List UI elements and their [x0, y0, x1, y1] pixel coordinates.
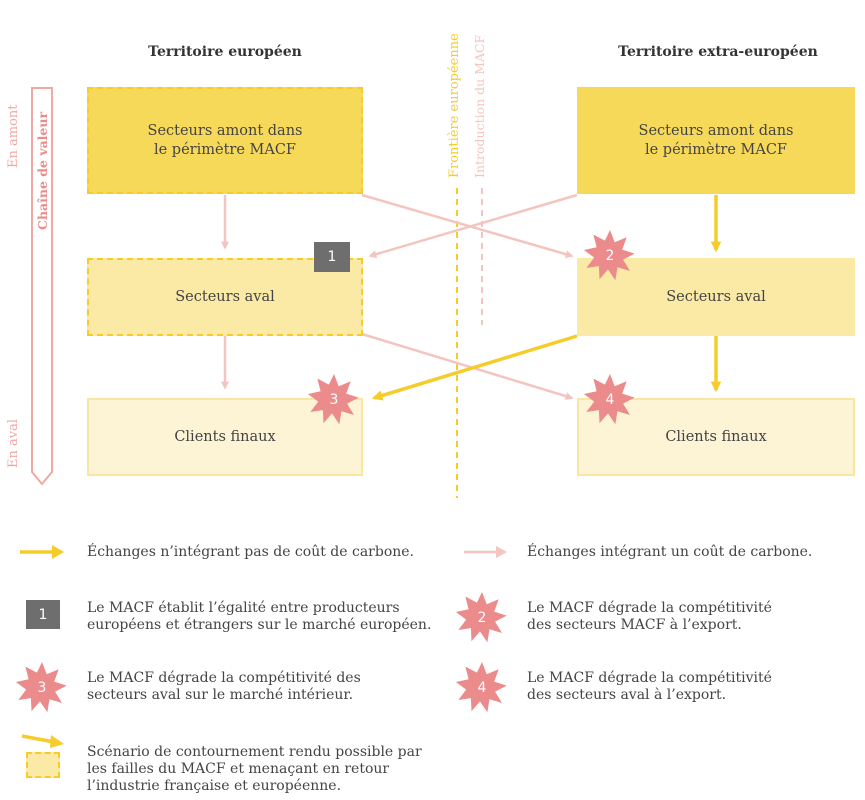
header-territoire-europeen: Territoire européen — [148, 44, 302, 60]
legend-yellow-arrow-icon — [20, 545, 64, 559]
box-eu-secteurs-amont: Secteurs amont dans le périmètre MACF — [87, 87, 363, 194]
marker-4-star: 4 — [583, 374, 635, 425]
legend-marker-4-text: Le MACF dégrade la compétitivité des sec… — [527, 670, 772, 703]
box-ext-secteurs-aval-label: Secteurs aval — [666, 288, 766, 305]
marker-3-star: 3 — [307, 374, 359, 425]
box-eu-clients-finaux-label: Clients finaux — [174, 428, 276, 445]
marker-2-star-shape — [583, 230, 635, 281]
arrow-eu-aval-to-ext-clients — [361, 332, 574, 400]
legend-marker-1-square: 1 — [26, 600, 60, 629]
marker-2-label: 2 — [606, 248, 615, 264]
box-eu-secteurs-amont-label: Secteurs amont dans le périmètre MACF — [147, 122, 303, 158]
legend-scenario-dashed-box — [26, 752, 60, 778]
marker-3-label: 3 — [330, 392, 339, 408]
legend-pink-arrow-icon — [464, 546, 507, 558]
legend-marker-4-star: 4 — [455, 662, 507, 713]
box-eu-clients-finaux: Clients finaux — [87, 398, 363, 476]
marker-4-star-shape — [583, 374, 635, 425]
box-eu-secteurs-aval-label: Secteurs aval — [175, 288, 275, 305]
legend-scenario-arrow-icon — [21, 734, 64, 748]
marker-3-star-shape — [307, 374, 359, 425]
header-territoire-extra-europeen: Territoire extra-européen — [618, 44, 818, 60]
legend-marker-2-star-shape — [455, 592, 507, 643]
marker-1-label: 1 — [327, 249, 337, 265]
marker-4-label: 4 — [606, 392, 615, 408]
marker-2-star: 2 — [583, 230, 635, 281]
arrow-ext-amont-to-eu-aval — [368, 193, 578, 259]
legend-pink-arrow-text: Échanges intégrant un coût de carbone. — [527, 544, 813, 560]
legend-marker-3-text: Le MACF dégrade la compétitivité des sec… — [87, 670, 361, 703]
box-ext-secteurs-amont: Secteurs amont dans le périmètre MACF — [577, 87, 855, 194]
legend-marker-4-star-shape — [455, 662, 507, 713]
legend-marker-1-text: Le MACF établit l’égalité entre producte… — [87, 600, 432, 633]
value-chain-arrow — [31, 87, 53, 486]
box-ext-secteurs-aval: Secteurs aval — [577, 258, 855, 336]
arrow-eu-amont-to-ext-aval — [361, 193, 574, 259]
legend-marker-2-text: Le MACF dégrade la compétitivité des sec… — [527, 600, 772, 633]
arrow-ext-aval-to-eu-clients — [371, 334, 578, 401]
legend-marker-3-star-shape — [15, 662, 67, 713]
legend-marker-2-label: 2 — [478, 610, 487, 626]
legend-scenario-text: Scénario de contournement rendu possible… — [87, 744, 422, 794]
legend-marker-1-label: 1 — [38, 606, 48, 623]
legend-marker-3-star: 3 — [15, 662, 67, 713]
legend-marker-4-label: 4 — [478, 680, 487, 696]
marker-1-square: 1 — [314, 242, 350, 272]
legend-marker-3-label: 3 — [38, 680, 47, 696]
box-ext-clients-finaux-label: Clients finaux — [665, 428, 767, 445]
legend-yellow-arrow-text: Échanges n’intégrant pas de coût de carb… — [87, 544, 415, 560]
box-ext-secteurs-amont-label: Secteurs amont dans le périmètre MACF — [638, 122, 794, 158]
legend-marker-2-star: 2 — [455, 592, 507, 643]
